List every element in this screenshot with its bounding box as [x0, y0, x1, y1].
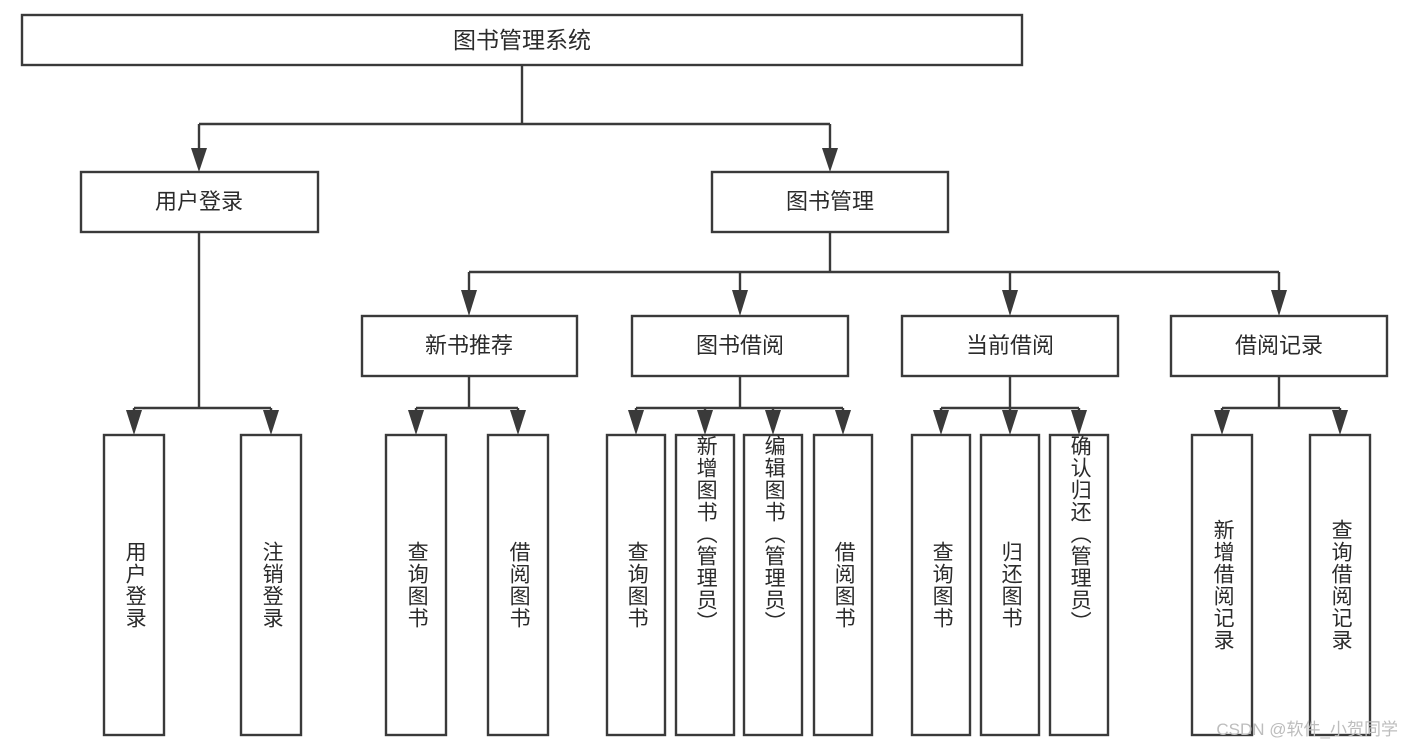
node-leaf-borrow-book-bb[interactable]: [812, 433, 874, 737]
arrowhead-leaf-br-1: [1214, 410, 1230, 435]
node-book-borrow-label: 图书借阅: [696, 333, 784, 358]
node-leaf-query-book-nbr[interactable]: [384, 433, 448, 737]
arrowhead-leaf-user-login-1: [126, 410, 142, 435]
node-borrow-record[interactable]: [1169, 314, 1389, 378]
watermark-label: CSDN @软件_小贺同学: [1216, 720, 1398, 739]
node-new-book-recommend-label: 新书推荐: [425, 333, 513, 358]
node-leaf-return-book[interactable]: [979, 433, 1041, 737]
arrowhead-book-manage: [822, 148, 838, 172]
arrowhead-borrow-record: [1271, 290, 1287, 316]
arrowhead-leaf-cb-2: [1002, 410, 1018, 435]
node-leaf-query-book-cb[interactable]: [910, 433, 972, 737]
arrowhead-leaf-bb-1: [628, 410, 644, 435]
node-book-management-label: 图书管理: [786, 189, 874, 214]
node-leaf-add-borrow-record[interactable]: [1190, 433, 1254, 737]
node-leaf-query-book-bb[interactable]: [605, 433, 667, 737]
arrowhead-leaf-nbr-2: [510, 410, 526, 435]
arrowhead-leaf-cb-1: [933, 410, 949, 435]
node-book-borrow[interactable]: [630, 314, 850, 378]
arrowhead-current-borrow: [1002, 290, 1018, 316]
node-book-management[interactable]: [710, 170, 950, 234]
arrowhead-leaf-user-login-2: [263, 410, 279, 435]
arrowhead-leaf-nbr-1: [408, 410, 424, 435]
arrowhead-new-book-recommend: [461, 290, 477, 316]
node-leaf-edit-book-admin[interactable]: [742, 433, 804, 737]
arrowhead-book-borrow: [732, 290, 748, 316]
arrowhead-leaf-bb-4: [835, 410, 851, 435]
node-current-borrow-label: 当前借阅: [966, 333, 1054, 358]
node-user-login-label: 用户登录: [155, 189, 243, 214]
node-new-book-recommend[interactable]: [360, 314, 579, 378]
node-current-borrow[interactable]: [900, 314, 1120, 378]
node-borrow-record-label: 借阅记录: [1235, 333, 1323, 358]
arrowhead-leaf-cb-3: [1071, 410, 1087, 435]
arrowhead-leaf-bb-3: [765, 410, 781, 435]
node-leaf-confirm-return-admin[interactable]: [1048, 433, 1110, 737]
node-leaf-logout[interactable]: [239, 433, 303, 737]
arrowhead-user-login: [191, 148, 207, 172]
arrowhead-leaf-br-2: [1332, 410, 1348, 435]
node-root-system-label: 图书管理系统: [453, 27, 591, 53]
node-leaf-add-book-admin[interactable]: [674, 433, 736, 737]
node-leaf-borrow-book-nbr[interactable]: [486, 433, 550, 737]
node-leaf-user-login[interactable]: [102, 433, 166, 737]
arrowhead-leaf-bb-2: [697, 410, 713, 435]
node-root-system[interactable]: [20, 13, 1024, 67]
node-leaf-query-borrow-record[interactable]: [1308, 433, 1372, 737]
